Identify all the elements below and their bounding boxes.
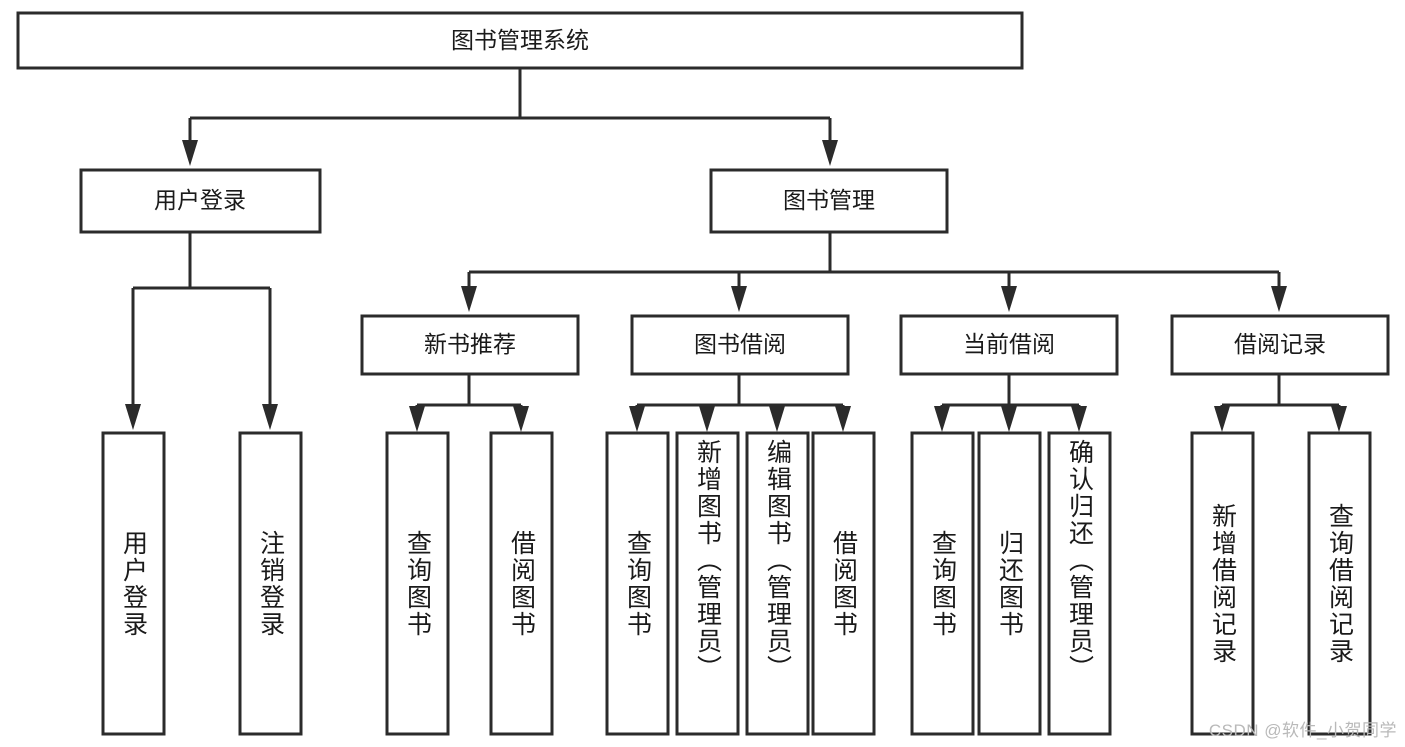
node-user-login[interactable]: 用户登录 — [79, 168, 322, 234]
leaf-user-logout-label: 注销登录 — [256, 529, 285, 638]
leaf-borrow-book-1-label: 借阅图书 — [507, 529, 536, 638]
leaf-add-book-label: 新增图书（管理员） — [693, 439, 722, 682]
leaf-box-query-book-3 — [910, 431, 975, 736]
leaf-box-return-book — [977, 431, 1042, 736]
leaf-box-query-record — [1307, 431, 1372, 736]
connector-borrow-record-to-leaves — [1214, 374, 1347, 432]
node-borrow-record[interactable]: 借阅记录 — [1170, 314, 1390, 376]
leaf-user-login[interactable]: 用户登录 — [103, 433, 164, 734]
leaf-box-user-login — [101, 431, 166, 736]
leaf-box-borrow-book-2 — [811, 431, 876, 736]
leaf-box-user-logout — [238, 431, 303, 736]
node-new-book-recommend[interactable]: 新书推荐 — [360, 314, 580, 376]
node-user-login-label: 用户登录 — [154, 187, 246, 213]
node-borrow-record-label: 借阅记录 — [1234, 331, 1326, 357]
node-root-label: 图书管理系统 — [451, 27, 589, 53]
leaf-borrow-book-1[interactable]: 借阅图书 — [491, 433, 552, 734]
leaf-confirm-return[interactable]: 确认归还（管理员） — [1049, 433, 1110, 734]
leaf-user-login-label: 用户登录 — [119, 529, 148, 638]
leaf-box-add-record — [1190, 431, 1255, 736]
leaf-query-book-1-label: 查询图书 — [403, 529, 432, 638]
node-book-manage[interactable]: 图书管理 — [709, 168, 949, 234]
leaf-return-book[interactable]: 归还图书 — [979, 433, 1040, 734]
leaf-query-book-2-label: 查询图书 — [623, 529, 652, 638]
connector-current-borrow-to-leaves — [934, 374, 1087, 432]
node-book-manage-label: 图书管理 — [783, 187, 875, 213]
node-current-borrow[interactable]: 当前借阅 — [899, 314, 1119, 376]
connector-root-to-level2 — [182, 68, 838, 166]
leaf-borrow-book-2[interactable]: 借阅图书 — [813, 433, 874, 734]
node-current-borrow-label: 当前借阅 — [963, 331, 1055, 357]
node-root[interactable]: 图书管理系统 — [16, 11, 1024, 70]
leaf-add-book[interactable]: 新增图书（管理员） — [677, 433, 738, 734]
leaf-borrow-book-2-label: 借阅图书 — [829, 529, 858, 638]
leaf-user-logout[interactable]: 注销登录 — [240, 433, 301, 734]
leaf-edit-book-label: 编辑图书（管理员） — [763, 439, 792, 682]
node-new-book-recommend-label: 新书推荐 — [424, 331, 516, 357]
leaf-boxes — [101, 431, 1372, 736]
leaf-box-borrow-book-1 — [489, 431, 554, 736]
leaf-add-record[interactable]: 新增借阅记录 — [1192, 433, 1253, 734]
connector-new-book-recommend-to-leaves — [409, 374, 529, 432]
connector-book-borrow-to-leaves — [629, 374, 851, 432]
connector-user-login-to-leaves — [125, 232, 278, 430]
leaf-box-confirm-return — [1047, 431, 1112, 736]
leaf-box-query-book-2 — [605, 431, 670, 736]
connector-book-manage-to-level3 — [461, 232, 1287, 312]
leaf-query-book-3[interactable]: 查询图书 — [912, 433, 973, 734]
node-book-borrow-label: 图书借阅 — [694, 331, 786, 357]
leaf-box-add-book — [675, 431, 740, 736]
leaf-query-book-2[interactable]: 查询图书 — [607, 433, 668, 734]
leaf-add-record-label: 新增借阅记录 — [1208, 502, 1237, 665]
leaf-query-book-1[interactable]: 查询图书 — [387, 433, 448, 734]
leaf-query-book-3-label: 查询图书 — [928, 529, 957, 638]
leaf-confirm-return-label: 确认归还（管理员） — [1065, 439, 1094, 682]
leaf-box-edit-book — [745, 431, 810, 736]
leaf-box-query-book-1 — [385, 431, 450, 736]
leaf-query-record[interactable]: 查询借阅记录 — [1309, 433, 1370, 734]
leaf-return-book-label: 归还图书 — [995, 529, 1024, 638]
leaf-query-record-label: 查询借阅记录 — [1325, 502, 1354, 665]
leaf-edit-book[interactable]: 编辑图书（管理员） — [747, 433, 808, 734]
node-book-borrow[interactable]: 图书借阅 — [630, 314, 850, 376]
